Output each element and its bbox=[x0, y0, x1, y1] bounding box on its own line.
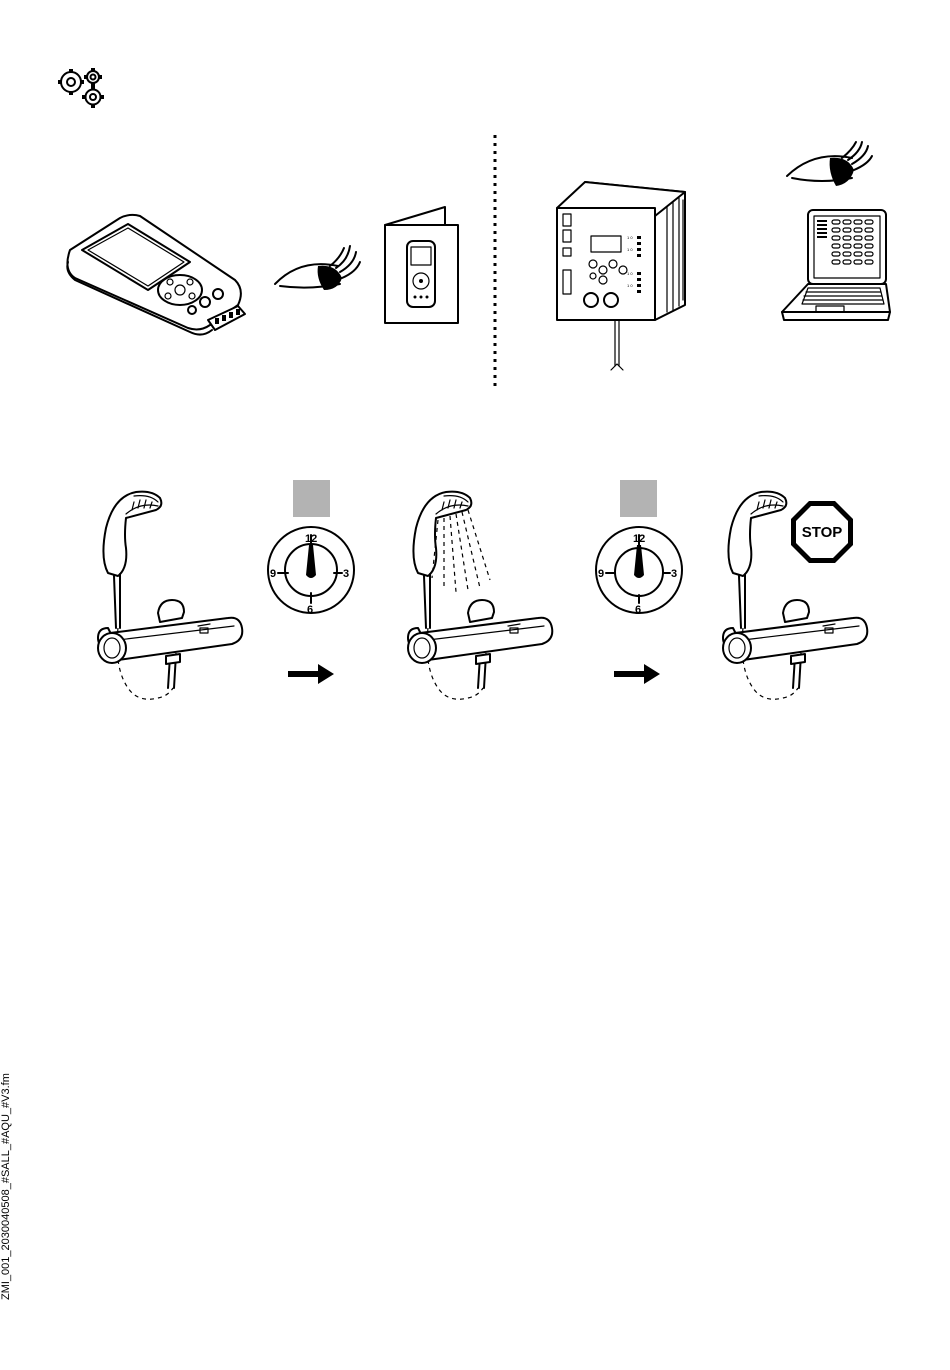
timer-num-12: 12 bbox=[305, 533, 317, 545]
handheld-terminal-icon bbox=[60, 210, 255, 340]
timer-num-3-b: 3 bbox=[671, 568, 677, 580]
manual-booklet-icon bbox=[383, 205, 461, 325]
shower-mixer-icon-on bbox=[398, 488, 563, 703]
svg-text:1 0: 1 0 bbox=[627, 247, 633, 252]
stop-sign-text: STOP bbox=[802, 524, 843, 541]
timer-num-12-b: 12 bbox=[633, 533, 645, 545]
gears-icon bbox=[55, 65, 109, 109]
shower-mixer-icon-off bbox=[88, 488, 253, 703]
arrow-right-icon-1 bbox=[288, 662, 336, 686]
divider-line bbox=[492, 135, 498, 390]
arrow-right-icon-2 bbox=[614, 662, 662, 686]
gray-indicator-box-2 bbox=[620, 480, 657, 517]
eye-icon bbox=[270, 238, 362, 300]
eye-icon-laptop bbox=[782, 140, 874, 202]
timer-dial-icon-2: 12 3 6 9 bbox=[594, 525, 684, 615]
timer-num-9-b: 9 bbox=[598, 568, 604, 580]
svg-text:1 0: 1 0 bbox=[627, 283, 633, 288]
gray-indicator-box-1 bbox=[293, 480, 330, 517]
timer-num-9: 9 bbox=[270, 568, 276, 580]
timer-num-6-b: 6 bbox=[635, 604, 641, 616]
stop-sign-icon: STOP bbox=[790, 500, 854, 564]
timer-num-6: 6 bbox=[307, 604, 313, 616]
svg-text:1 0: 1 0 bbox=[627, 271, 633, 276]
footer-filename: ZMI_001_20300405​08_#SALL_#AQU_#V3.fm bbox=[0, 1030, 12, 1300]
timer-num-3: 3 bbox=[343, 568, 349, 580]
laptop-icon bbox=[780, 208, 892, 324]
svg-text:1 0: 1 0 bbox=[627, 235, 633, 240]
control-unit-icon: 1 0 1 0 1 0 1 0 bbox=[555, 180, 690, 375]
timer-dial-icon-1: 12 3 6 9 bbox=[266, 525, 356, 615]
